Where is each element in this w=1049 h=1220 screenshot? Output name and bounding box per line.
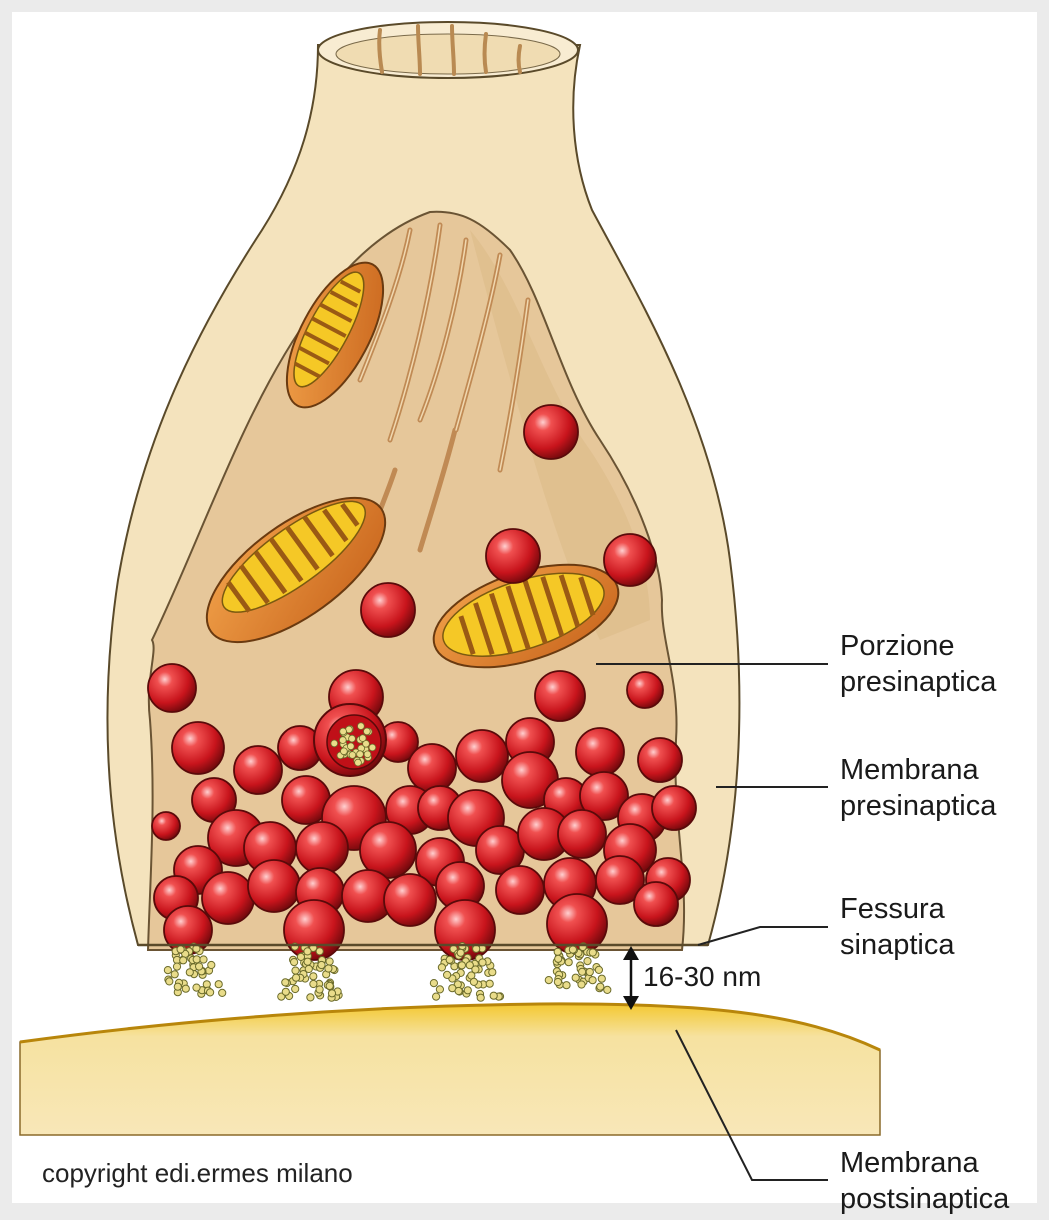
- label-synaptic-cleft: Fessura sinaptica: [840, 891, 954, 963]
- synaptic-vesicle-icon: [638, 738, 682, 782]
- synaptic-vesicle-icon: [148, 664, 196, 712]
- synaptic-vesicle-icon: [248, 860, 300, 912]
- synaptic-vesicle-icon: [604, 534, 656, 586]
- synaptic-vesicle-icon: [234, 746, 282, 794]
- synaptic-vesicle-icon: [496, 866, 544, 914]
- label-line: Membrana: [840, 752, 996, 788]
- open-vesicle-icon: [314, 704, 386, 776]
- synaptic-vesicle-icon: [652, 786, 696, 830]
- label-line: presinaptica: [840, 664, 996, 700]
- label-presynaptic-portion: Porzione presinaptica: [840, 628, 996, 700]
- synaptic-vesicle-icon: [152, 812, 180, 840]
- synaptic-vesicle-icon: [627, 672, 663, 708]
- label-line: sinaptica: [840, 927, 954, 963]
- synaptic-vesicle-icon: [172, 722, 224, 774]
- synaptic-vesicle-icon: [384, 874, 436, 926]
- label-line: presinaptica: [840, 788, 996, 824]
- synaptic-vesicle-icon: [296, 822, 348, 874]
- synaptic-vesicle-icon: [558, 810, 606, 858]
- cleft-width-label: 16-30 nm: [643, 959, 761, 995]
- label-line: Fessura: [840, 891, 954, 927]
- synaptic-vesicle-icon: [202, 872, 254, 924]
- label-line: postsinaptica: [840, 1181, 1009, 1217]
- synaptic-vesicle-icon: [486, 529, 540, 583]
- synaptic-vesicle-icon: [164, 906, 212, 954]
- label-presynaptic-membrane: Membrana presinaptica: [840, 752, 996, 824]
- synaptic-vesicle-icon: [408, 744, 456, 792]
- label-line: Membrana: [840, 1145, 1009, 1181]
- synaptic-vesicle-icon: [456, 730, 508, 782]
- synaptic-vesicle-icon: [634, 882, 678, 926]
- synaptic-vesicle-icon: [524, 405, 578, 459]
- synaptic-vesicle-icon: [535, 671, 585, 721]
- label-postsynaptic-membrane: Membrana postsinaptica: [840, 1145, 1009, 1217]
- copyright-notice: copyright edi.ermes milano: [42, 1155, 353, 1191]
- synaptic-vesicle-icon: [576, 728, 624, 776]
- label-line: Porzione: [840, 628, 996, 664]
- synaptic-vesicle-icon: [361, 583, 415, 637]
